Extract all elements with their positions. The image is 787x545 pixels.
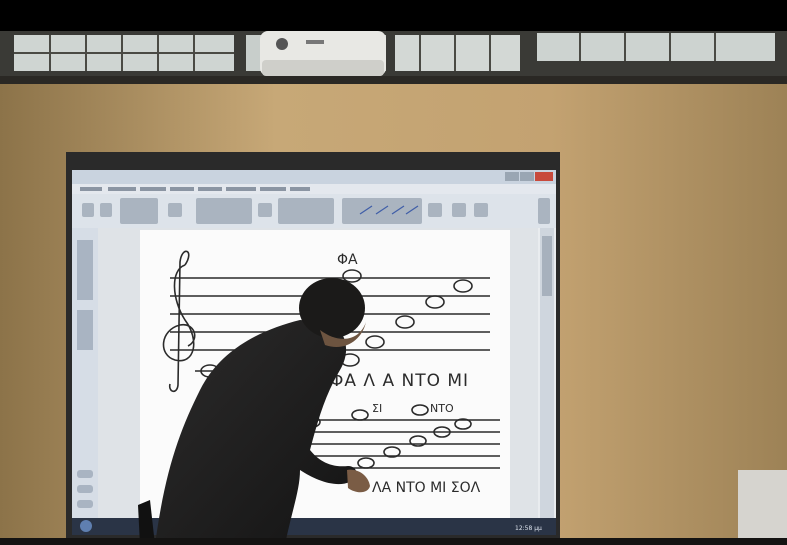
window-controls: [505, 172, 553, 181]
app-titlebar: [72, 170, 556, 184]
menu-bar: [72, 184, 556, 194]
letterbox-bottom: [0, 538, 787, 545]
toolbar-buttons[interactable]: [82, 198, 550, 224]
letterbox-top: [0, 0, 787, 31]
treble-clef: [162, 250, 196, 393]
teacher-head: [299, 278, 365, 338]
wall-object: [738, 470, 787, 545]
start-button-icon[interactable]: [80, 520, 92, 532]
taskbar-clock: 12:58 μμ: [515, 525, 542, 532]
note-label-nto: ΝΤΟ: [430, 402, 454, 415]
note-label-si: ΣΙ: [372, 402, 382, 415]
note-names-line-2: ΛΑ ΝΤΟ ΜΙ ΣΟΛ: [372, 480, 481, 496]
projector: [260, 31, 386, 76]
pen-strokes-icons: [359, 205, 419, 215]
vertical-scrollbar[interactable]: [540, 228, 554, 518]
note-label-fa: ΦΑ: [337, 252, 358, 268]
note-names-line-1: ΦΑ Λ Α ΝΤΟ ΜΙ: [330, 371, 469, 391]
window-strip: [0, 31, 787, 84]
teacher-figure: [138, 278, 370, 545]
